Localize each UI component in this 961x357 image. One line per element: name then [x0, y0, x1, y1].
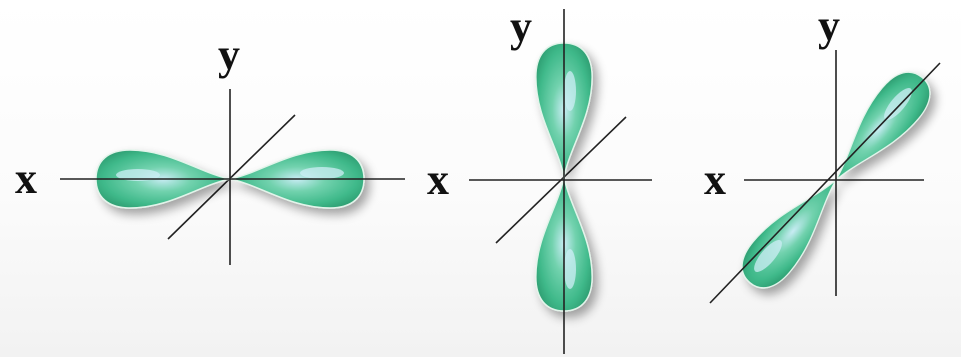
x-axis-label: x: [427, 155, 449, 204]
x-axis-label: x: [15, 154, 37, 203]
y-axis-label: y: [818, 1, 840, 50]
z-axis-line: [167, 114, 296, 240]
panel-py: x y: [427, 2, 652, 354]
panel-px: x y: [15, 30, 405, 265]
z-axis-line: [709, 62, 941, 304]
y-axis-label: y: [510, 2, 532, 51]
x-axis-label: x: [704, 155, 726, 204]
panel-pz: x y: [704, 1, 942, 304]
y-axis-label: y: [218, 30, 240, 79]
